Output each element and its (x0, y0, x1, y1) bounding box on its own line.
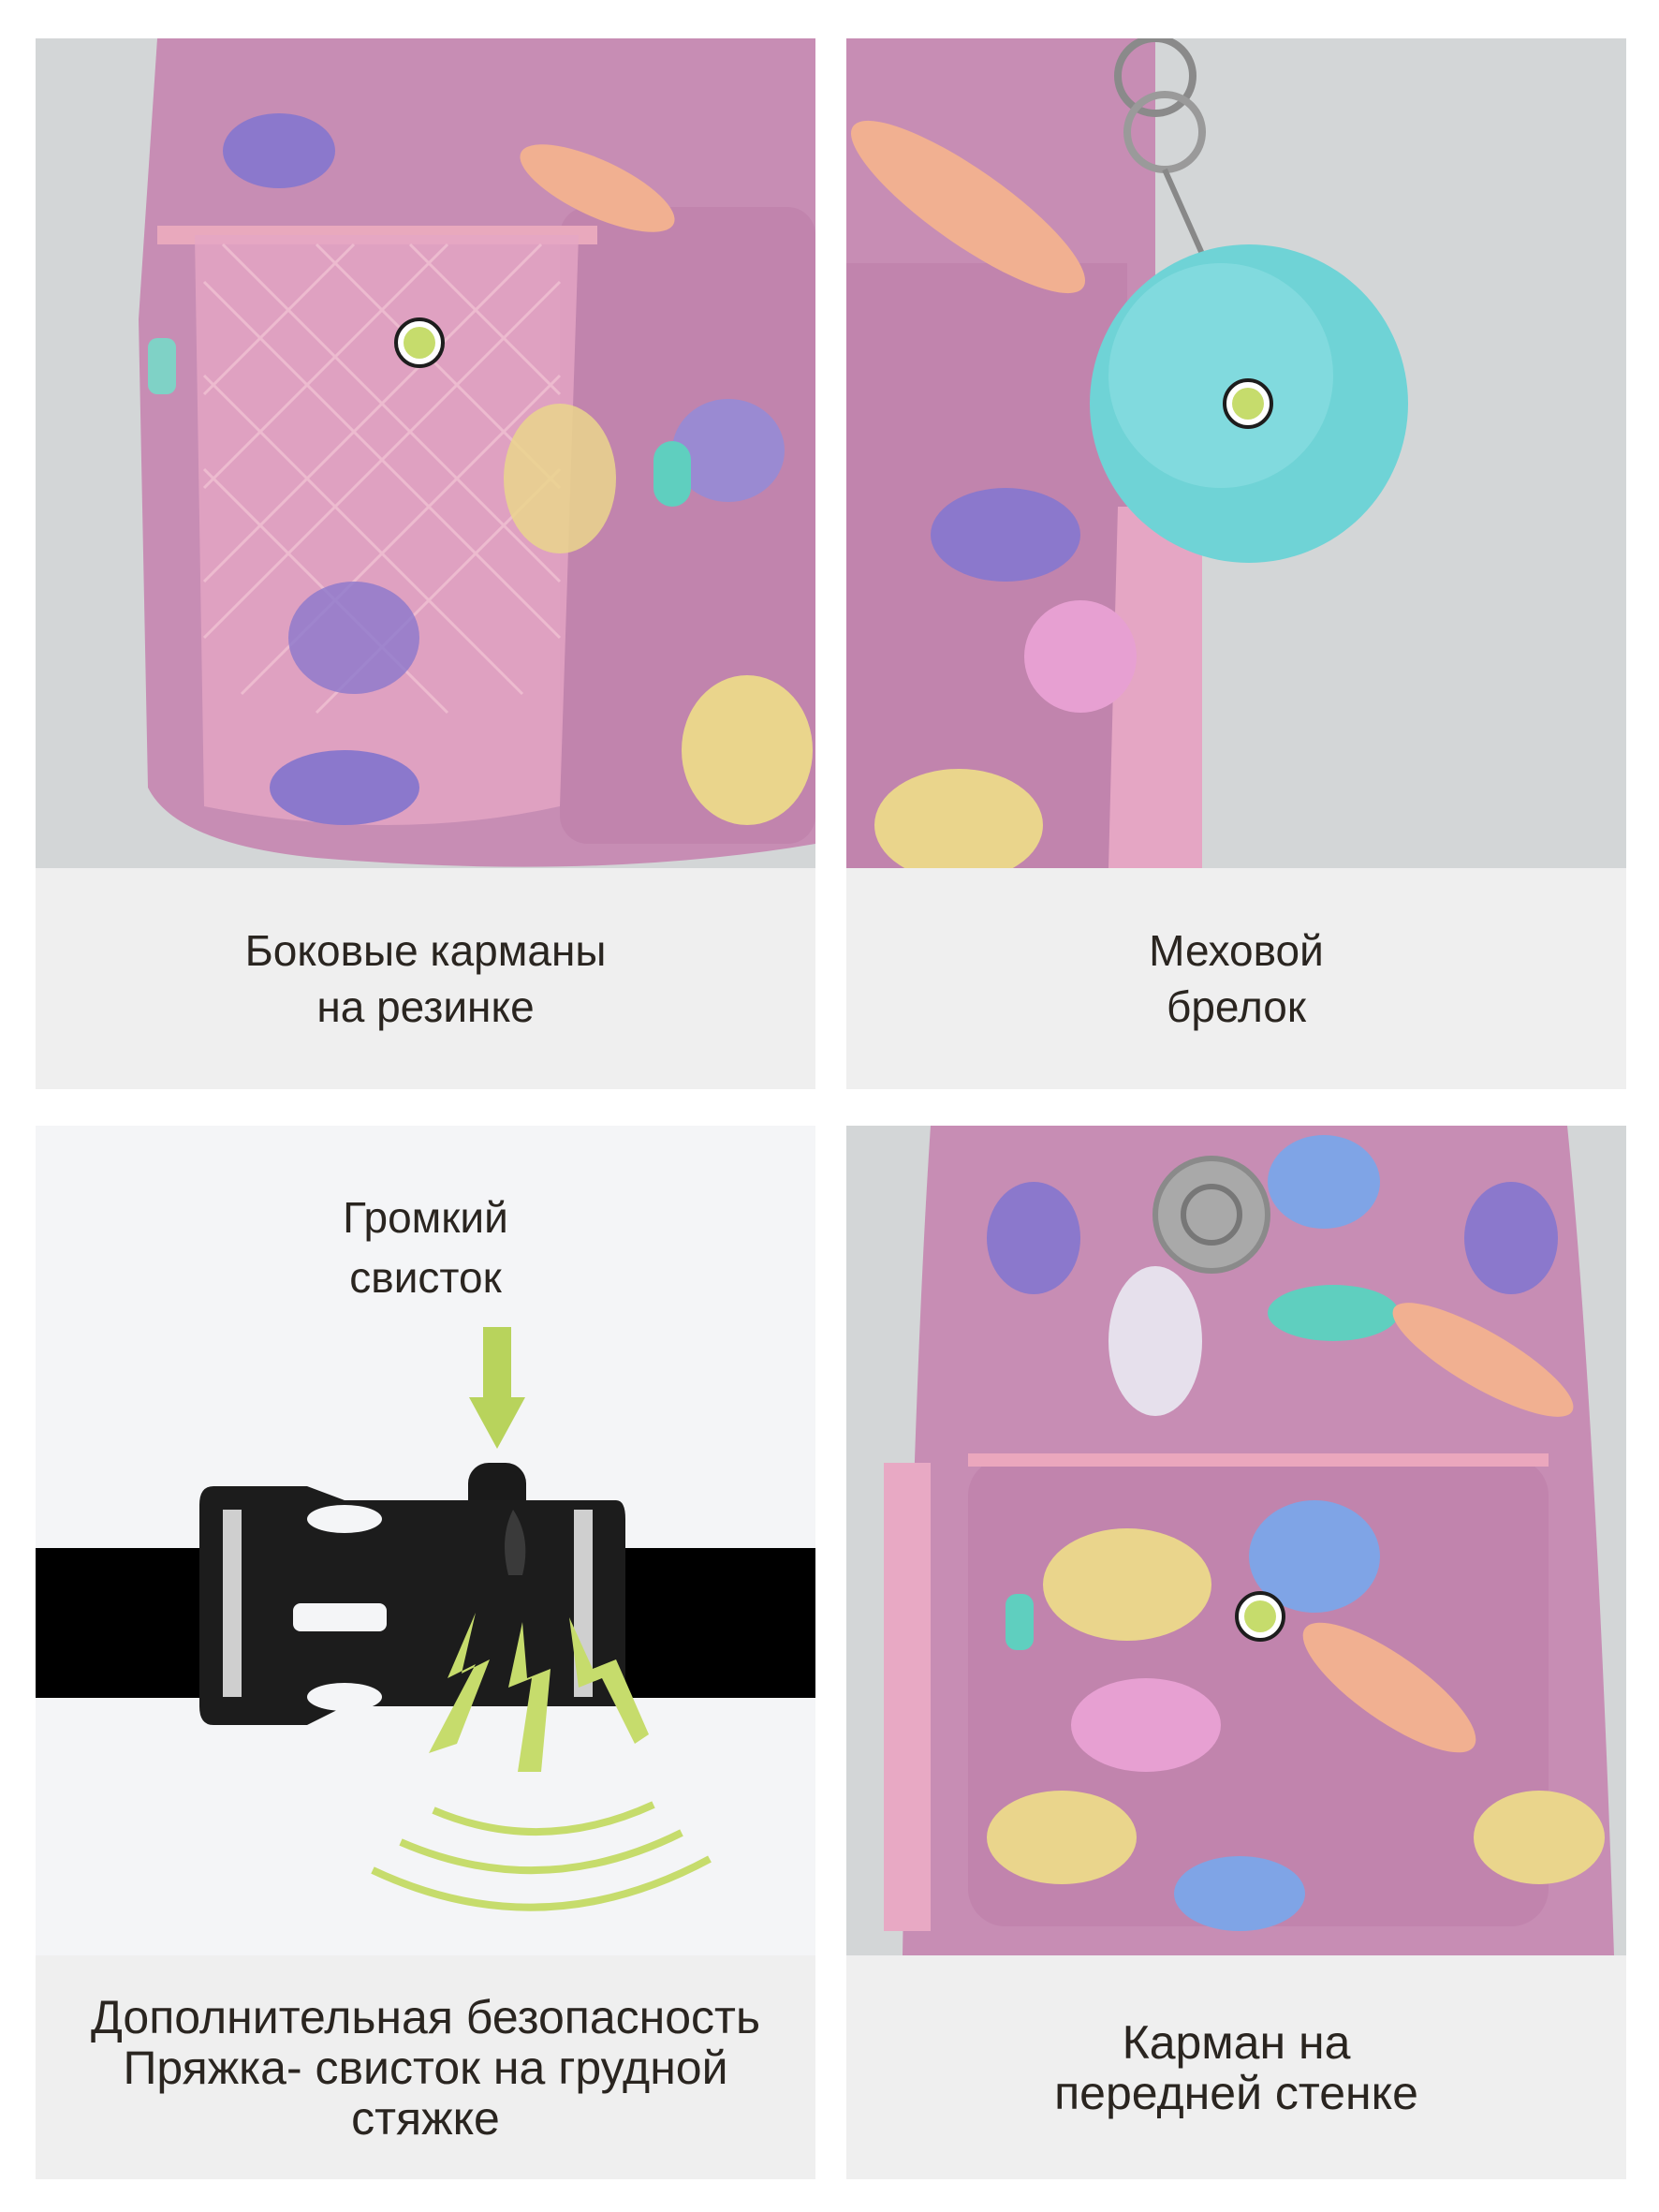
whistle-label: Громкий свисток (36, 1187, 815, 1307)
hotspot-marker[interactable] (1235, 1591, 1285, 1642)
front-pocket-photo (846, 1126, 1626, 1955)
caption-fur-keychain: Меховой брелок (846, 868, 1626, 1089)
caption-line: на резинке (316, 982, 535, 1031)
fur-keychain-photo (846, 38, 1626, 868)
caption-line: брелок (1166, 982, 1307, 1031)
caption-line: передней стенке (1054, 2066, 1418, 2119)
hotspot-marker[interactable] (394, 317, 445, 368)
down-arrow-icon (469, 1327, 525, 1449)
whistle-label-line: Громкий (343, 1193, 508, 1242)
caption-whistle-buckle: Дополнительная безопасность Пряжка- свис… (36, 1955, 815, 2179)
sound-burst-icon (429, 1613, 649, 1772)
panel-side-pockets: Боковые карманы на резинке (36, 38, 815, 1089)
backpack-front-image (884, 1126, 1614, 1955)
panel-whistle-buckle: Громкий свисток (36, 1126, 815, 2179)
caption-line: стяжке (351, 2091, 500, 2145)
side-pocket-photo (36, 38, 815, 868)
backpack-keychain-image (846, 38, 1408, 868)
hotspot-marker[interactable] (1223, 378, 1273, 429)
panel-front-pocket: Карман на передней стенке (846, 1126, 1626, 2179)
sound-waves-icon (371, 1801, 712, 1911)
caption-line: Дополнительная безопасность (90, 1990, 761, 2043)
caption-line: Пряжка- свисток на грудной (123, 2041, 728, 2094)
whistle-illustration: Громкий свисток (36, 1126, 815, 1955)
whistle-buckle-graphic (36, 1327, 815, 1911)
backpack-side-image (139, 38, 815, 867)
caption-side-pockets: Боковые карманы на резинке (36, 868, 815, 1089)
buckle-icon (199, 1463, 625, 1725)
whistle-label-line: свисток (349, 1253, 502, 1302)
caption-line: Меховой (1149, 926, 1324, 975)
caption-front-pocket: Карман на передней стенке (846, 1955, 1626, 2179)
caption-line: Карман на (1122, 2015, 1351, 2069)
caption-line: Боковые карманы (244, 926, 607, 975)
panel-fur-keychain: Меховой брелок (846, 38, 1626, 1089)
